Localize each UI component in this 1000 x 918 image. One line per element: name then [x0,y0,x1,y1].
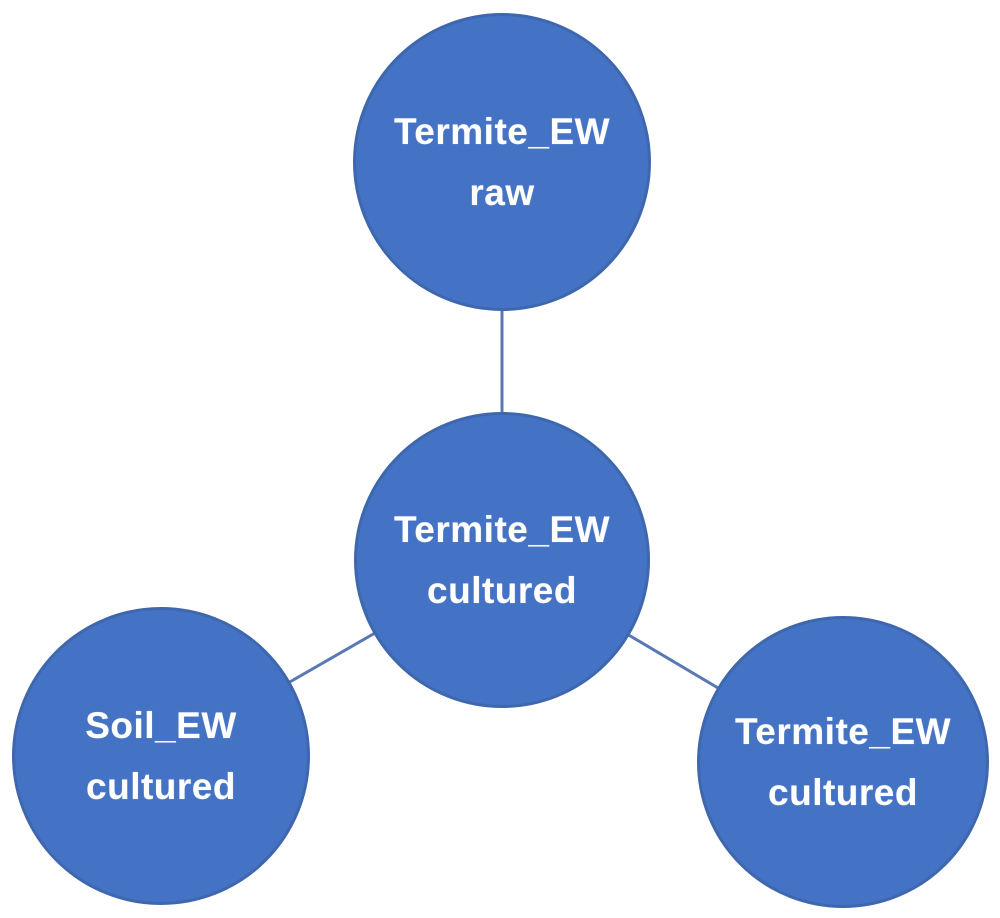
node-termite-ew-raw: Termite_EW raw [353,13,651,311]
node-label: Termite_EW cultured [735,701,951,823]
node-termite-ew-cultured-center: Termite_EW cultured [354,412,650,708]
node-label-line1: Termite_EW [393,111,611,152]
node-label-line1: Termite_EW [734,711,952,752]
node-label-line2: cultured [427,570,577,611]
node-label: Soil_EW cultured [85,695,237,817]
node-label-line2: cultured [768,772,918,813]
node-label-line2: cultured [86,766,236,807]
node-label-line2: raw [469,172,535,213]
node-label: Termite_EW raw [394,101,610,223]
node-soil-ew-cultured: Soil_EW cultured [12,607,310,905]
node-termite-ew-cultured-right: Termite_EW cultured [697,616,989,908]
node-label-line1: Termite_EW [393,509,611,550]
node-label-line1: Soil_EW [85,705,237,746]
node-label: Termite_EW cultured [394,499,610,621]
